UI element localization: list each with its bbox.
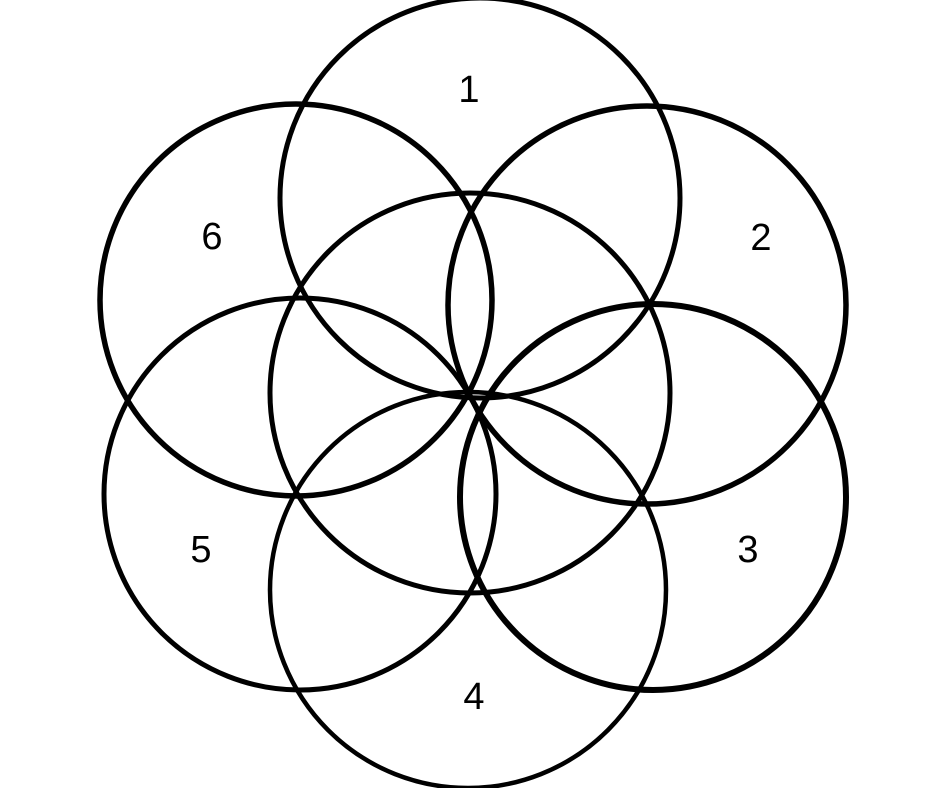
petal-label-5: 5 [190,529,211,571]
petal-circle-1 [277,0,683,401]
petal-circle-5 [101,295,499,693]
petal-label-1: 1 [458,69,479,111]
petal-circle-6 [97,101,495,499]
petal-label-2: 2 [750,217,771,259]
petal-label-3: 3 [737,529,758,571]
petal-label-6: 6 [201,216,222,258]
petal-circle-3 [457,301,849,693]
petal-label-4: 4 [463,676,484,718]
